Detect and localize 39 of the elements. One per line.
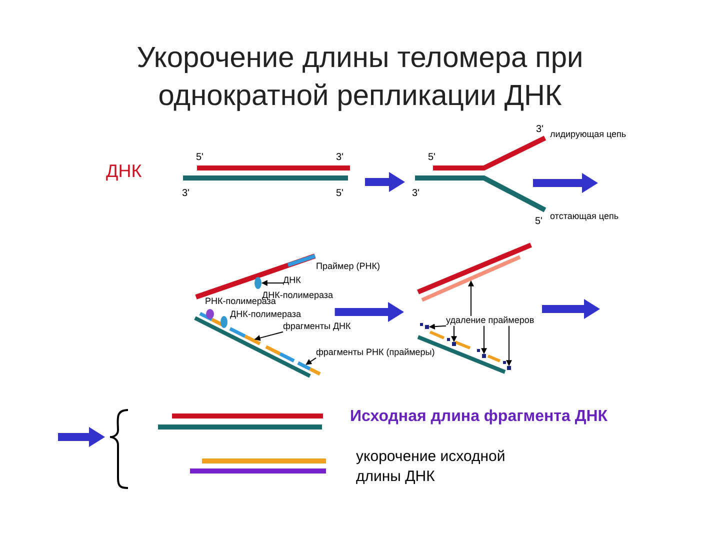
title: Укорочение длины теломера при однократной репликации ДНК (136, 41, 584, 114)
enzyme-label: РНК-полимераза (205, 297, 276, 307)
leader-line (254, 331, 284, 341)
enzyme-label: ДНК-полимераза (262, 291, 334, 300)
dna-strand (421, 255, 521, 302)
component-label: Праймер (РНК) (316, 262, 380, 272)
process-arrow (58, 427, 105, 447)
leader-line (468, 280, 474, 316)
caption-text: Исходная длина фрагмента ДНК (350, 408, 608, 426)
callout-label: фрагменты ДНК (283, 322, 351, 332)
strand-end-label: 5' (196, 152, 204, 163)
strand-label: лидирующая цепь (550, 130, 626, 140)
molecule-label: ДНК (106, 162, 142, 182)
leader-line (306, 357, 316, 365)
strand-label: отстающая цепь (550, 212, 619, 222)
strand-end-label: 5' (336, 188, 344, 199)
strand-end-label: 5' (535, 216, 542, 227)
dna-duplex-drawing (183, 166, 350, 180)
dna-fragment (244, 334, 261, 346)
strand-end-label: 3' (336, 152, 344, 163)
strand-end-label: 3' (412, 188, 420, 199)
callout-label: фрагменты РНК (праймеры) (316, 348, 435, 358)
leader-line (428, 324, 446, 330)
rna-primer (297, 361, 311, 370)
leader-line (261, 280, 284, 286)
process-arrow (533, 173, 598, 193)
dna-length-comparison-drawing (109, 409, 326, 489)
leader-line (506, 325, 512, 366)
strand-end-label: 3' (182, 188, 190, 199)
caption-text: укорочение исходной длины ДНК (356, 447, 506, 486)
strand-end-label: 3' (536, 124, 544, 135)
polymerase-ellipse (254, 277, 262, 289)
strand-end-label: 5' (428, 152, 436, 163)
leader-line (481, 325, 487, 354)
process-arrow (365, 172, 405, 192)
enzyme-label: ДНК-полимераза (230, 310, 302, 320)
process-arrow (334, 302, 404, 322)
leader-line (451, 325, 457, 342)
process-arrow (542, 299, 600, 319)
